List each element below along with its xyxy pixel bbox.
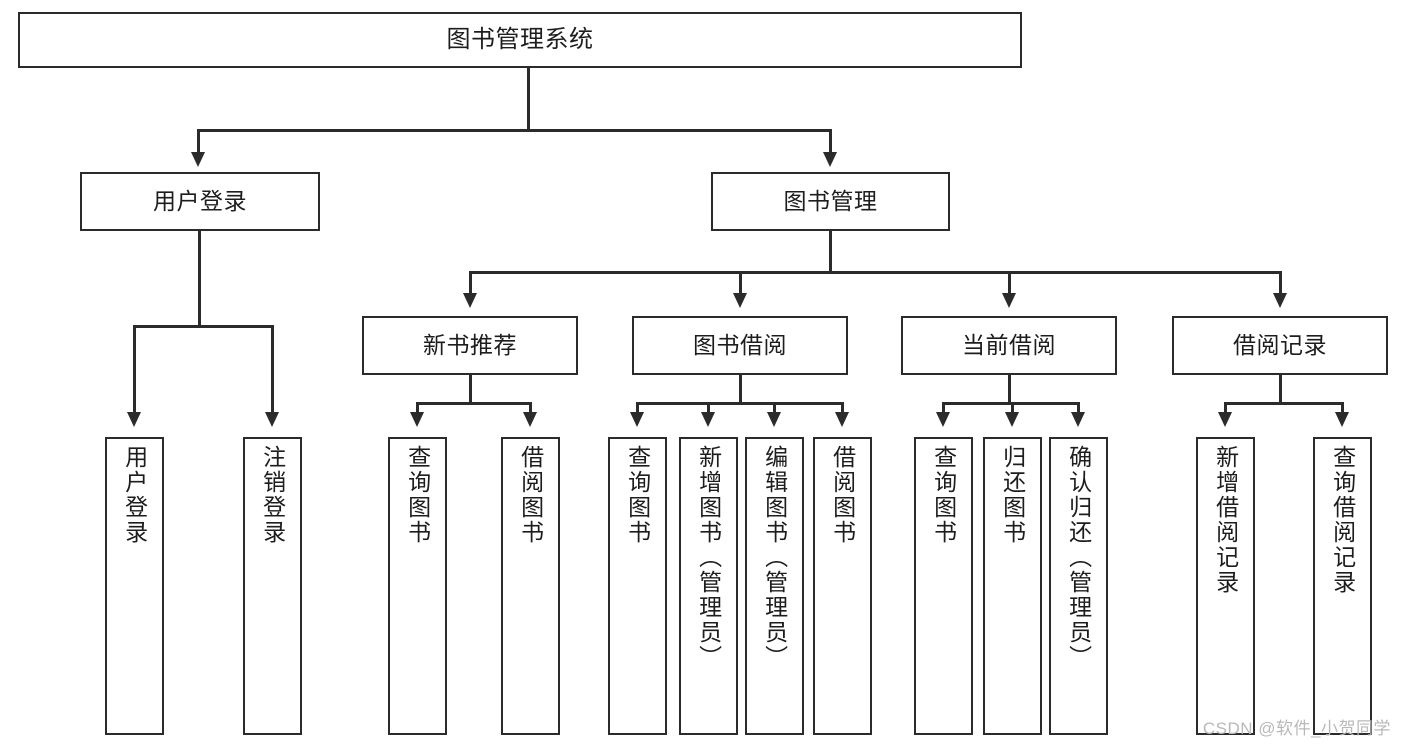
edge-new-book-rec-stem: [469, 375, 472, 404]
edge-to-new-book-rec: [469, 271, 472, 297]
node-label: 当前借阅: [962, 332, 1056, 359]
node-label: 用户登录: [121, 445, 148, 545]
edge-new-book-rec-to-leaf-1: [416, 402, 419, 416]
arrowhead-leaf-query-book-1: [410, 412, 424, 427]
arrowhead-leaf-query-book-3: [936, 412, 950, 427]
arrowhead-leaf-return-book: [1005, 412, 1019, 427]
edge-root-to-user-login: [197, 129, 200, 156]
node-label: 图书管理: [783, 188, 878, 215]
edge-book-borrow-to-leaf-2: [707, 402, 710, 416]
node-root-library-system[interactable]: 图书管理系统: [18, 12, 1022, 68]
edge-book-borrow-stem: [739, 375, 742, 404]
node-user-login[interactable]: 用户登录: [80, 172, 320, 231]
edge-borrow-record-stem: [1279, 375, 1282, 404]
leaf-node-borrow-book[interactable]: 借阅图书: [813, 437, 872, 735]
arrowhead-leaf-query-borrow-record: [1335, 412, 1349, 427]
leaf-node-borrow-book-rec[interactable]: 借阅图书: [501, 437, 560, 735]
node-label: 归还图书: [999, 445, 1026, 545]
node-book-management[interactable]: 图书管理: [711, 172, 950, 231]
edge-to-book-borrow: [739, 271, 742, 297]
node-label: 查询借阅记录: [1329, 445, 1356, 595]
leaf-node-add-borrow-record[interactable]: 新增借阅记录: [1196, 437, 1255, 735]
arrowhead-book-borrow: [733, 293, 747, 308]
edge-to-borrow-record: [1279, 271, 1282, 297]
edge-user-login-bus: [133, 325, 273, 328]
node-label: 查询图书: [624, 445, 651, 545]
leaf-node-return-book[interactable]: 归还图书: [983, 437, 1042, 735]
edge-new-book-rec-bus: [416, 402, 531, 405]
leaf-node-edit-book-admin[interactable]: 编辑图书（管理员）: [745, 437, 804, 735]
leaf-node-user-login[interactable]: 用户登录: [105, 437, 164, 735]
node-label: 新书推荐: [423, 332, 517, 359]
leaf-node-logout[interactable]: 注销登录: [243, 437, 302, 735]
node-label: 查询图书: [404, 445, 431, 545]
edge-level2-bus: [469, 271, 1281, 274]
node-current-borrow[interactable]: 当前借阅: [901, 316, 1117, 375]
node-book-borrow[interactable]: 图书借阅: [632, 316, 848, 375]
node-label: 借阅记录: [1233, 332, 1327, 359]
leaf-node-query-book-current[interactable]: 查询图书: [914, 437, 973, 735]
arrowhead-current-borrow: [1002, 293, 1016, 308]
edge-user-login-to-leaf-1: [133, 325, 136, 416]
edge-book-borrow-bus: [636, 402, 843, 405]
arrowhead-leaf-add-book: [701, 412, 715, 427]
node-label: 图书借阅: [693, 332, 787, 359]
edge-to-current-borrow: [1008, 271, 1011, 297]
edge-current-borrow-to-leaf-2: [1011, 402, 1014, 416]
node-label: 新增借阅记录: [1212, 445, 1239, 595]
edge-root-to-book-mgmt: [829, 129, 832, 156]
node-label: 借阅图书: [829, 445, 856, 545]
arrowhead-leaf-user-login: [127, 412, 141, 427]
leaf-node-query-borrow-record[interactable]: 查询借阅记录: [1313, 437, 1372, 735]
node-label: 新增图书（管理员）: [695, 445, 722, 670]
arrowhead-leaf-logout: [265, 412, 279, 427]
arrowhead-book-mgmt: [823, 152, 837, 167]
edge-book-borrow-to-leaf-1: [636, 402, 639, 416]
arrowhead-new-book-rec: [463, 293, 477, 308]
leaf-node-query-book-borrow[interactable]: 查询图书: [608, 437, 667, 735]
arrowhead-leaf-add-borrow-record: [1218, 412, 1232, 427]
arrowhead-leaf-query-book-2: [630, 412, 644, 427]
edge-level1-bus: [197, 129, 831, 132]
leaf-node-add-book-admin[interactable]: 新增图书（管理员）: [679, 437, 738, 735]
edge-current-borrow-stem: [1008, 375, 1011, 404]
edge-borrow-record-to-leaf-2: [1341, 402, 1344, 416]
csdn-watermark: CSDN @软件_小贺同学: [1202, 719, 1391, 738]
node-label: 注销登录: [259, 445, 286, 545]
edge-borrow-record-to-leaf-1: [1224, 402, 1227, 416]
arrowhead-leaf-borrow-book-1: [523, 412, 537, 427]
edge-book-borrow-to-leaf-3: [773, 402, 776, 416]
arrowhead-leaf-confirm-return: [1071, 412, 1085, 427]
node-label: 用户登录: [153, 188, 247, 215]
node-label: 确认归还（管理员）: [1065, 445, 1092, 670]
node-label: 借阅图书: [517, 445, 544, 545]
arrowhead-leaf-edit-book: [767, 412, 781, 427]
node-borrow-record[interactable]: 借阅记录: [1172, 316, 1388, 375]
edge-current-borrow-to-leaf-3: [1077, 402, 1080, 416]
edge-current-borrow-bus: [942, 402, 1079, 405]
edge-borrow-record-bus: [1224, 402, 1343, 405]
edge-current-borrow-to-leaf-1: [942, 402, 945, 416]
node-label: 图书管理系统: [446, 26, 594, 54]
edge-root-stem: [527, 68, 530, 131]
node-label: 编辑图书（管理员）: [761, 445, 788, 670]
node-label: 查询图书: [930, 445, 957, 545]
edge-user-login-stem: [198, 231, 201, 327]
edge-user-login-to-leaf-2: [271, 325, 274, 416]
edge-book-borrow-to-leaf-4: [841, 402, 844, 416]
edge-new-book-rec-to-leaf-2: [529, 402, 532, 416]
arrowhead-borrow-record: [1273, 293, 1287, 308]
leaf-node-confirm-return-admin[interactable]: 确认归还（管理员）: [1049, 437, 1108, 735]
edge-book-mgmt-stem: [829, 231, 832, 273]
arrowhead-leaf-borrow-book-2: [835, 412, 849, 427]
leaf-node-query-book-rec[interactable]: 查询图书: [388, 437, 447, 735]
node-new-book-recommend[interactable]: 新书推荐: [362, 316, 578, 375]
arrowhead-user-login: [191, 152, 205, 167]
